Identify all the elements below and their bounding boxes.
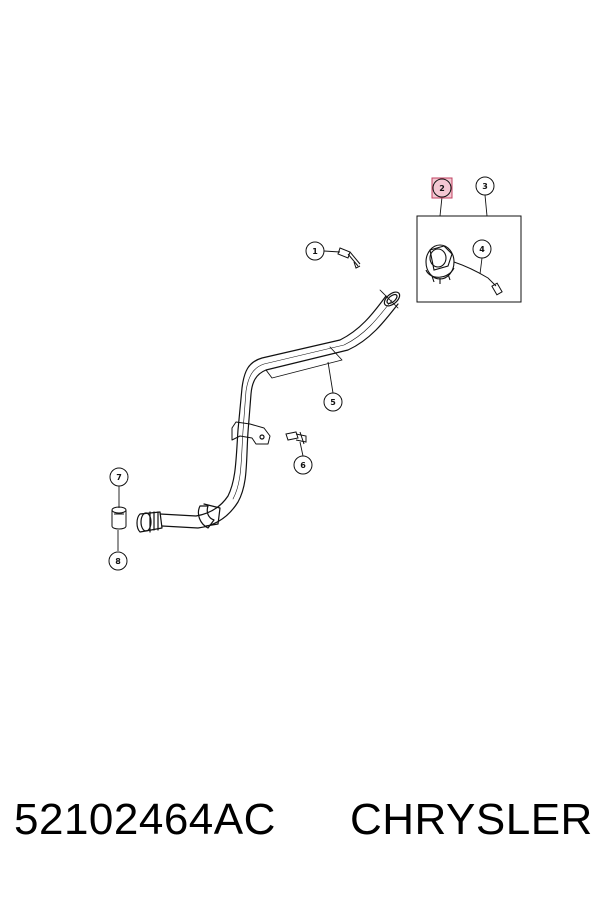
bolt-6-icon[interactable] [285, 431, 307, 445]
fuel-filler-tube[interactable] [136, 289, 402, 533]
bolt-1-icon[interactable] [337, 247, 361, 269]
svg-text:3: 3 [482, 182, 488, 191]
svg-text:7: 7 [116, 473, 122, 482]
callout-6[interactable]: 6 [293, 455, 313, 475]
callout-5[interactable]: 5 [323, 392, 343, 412]
leader-lines [117, 194, 488, 551]
svg-text:1: 1 [312, 247, 318, 256]
callout-3[interactable]: 3 [475, 176, 495, 196]
part-number: 52102464AC [14, 795, 276, 844]
callout-8[interactable]: 8 [108, 551, 128, 571]
fuel-cap-icon[interactable] [425, 244, 455, 284]
callout-4[interactable]: 4 [472, 239, 492, 259]
callout-7[interactable]: 7 [109, 467, 129, 487]
hose-clamp-icon[interactable] [111, 506, 127, 530]
svg-text:6: 6 [300, 461, 306, 470]
svg-text:4: 4 [479, 245, 485, 254]
fuel-cap-inset-box [416, 215, 522, 303]
svg-text:2: 2 [439, 184, 445, 193]
footer: 52102464AC CHRYSLER [0, 795, 600, 865]
callout-2-highlighted[interactable]: 2 [431, 177, 453, 199]
callout-1[interactable]: 1 [305, 241, 325, 261]
fuel-cap-tether-icon[interactable] [453, 261, 503, 296]
svg-text:8: 8 [115, 557, 121, 566]
svg-text:5: 5 [330, 398, 336, 407]
brand-name: CHRYSLER [350, 795, 593, 844]
